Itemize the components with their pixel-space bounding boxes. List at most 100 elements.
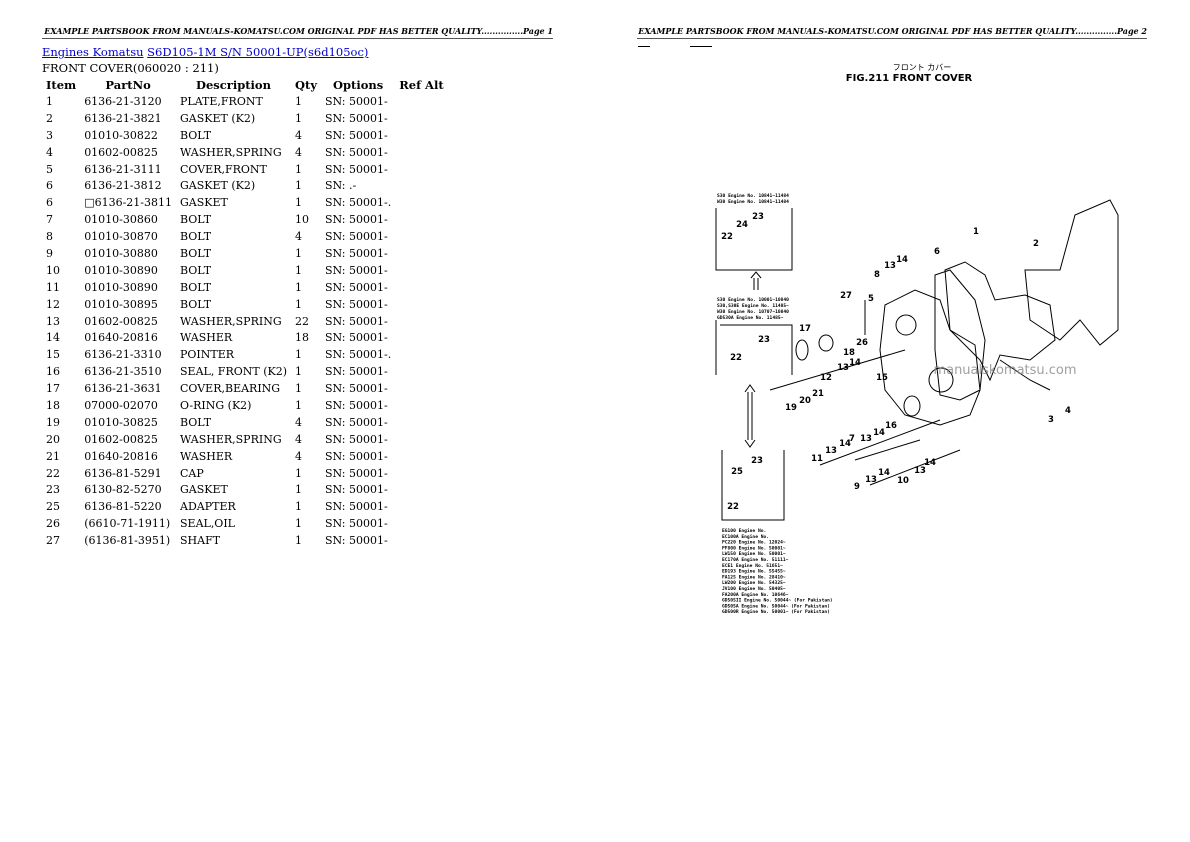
part-callout: 4 [1065, 406, 1071, 416]
part-callout: 25 [731, 467, 743, 477]
options-cell: SN: 50001- [325, 517, 388, 531]
item-cell: 19 [46, 415, 60, 429]
part-callout: 23 [752, 212, 764, 222]
options-cell: SN: 50001- [325, 534, 388, 548]
engines-komatsu-link[interactable]: Engines Komatsu [42, 45, 144, 59]
options-cell: SN: 50001- [325, 213, 388, 227]
part-no-cell: 6136-21-3631 [84, 382, 162, 396]
part-callout: 6 [934, 247, 940, 257]
o-ring-part [818, 334, 834, 352]
description-cell: O-RING (K2) [180, 398, 252, 412]
item-cell: 17 [46, 382, 60, 396]
options-cell: SN: 50001- [325, 415, 388, 429]
watermark: manualskomatsu.com [933, 363, 1076, 378]
part-callout: 14 [896, 255, 908, 265]
part-callout: 7 [849, 434, 855, 444]
engine-serial-note: EC100A Engine No. [722, 534, 769, 540]
part-callout: 15 [876, 373, 888, 383]
engine-serial-note: FA200A Engine No. 10646~ [722, 592, 789, 598]
model-link[interactable]: S6D105-1M S/N 50001-UP(s6d105oc) [147, 45, 369, 59]
qty-cell: 10 [295, 213, 309, 227]
options-cell: SN: 50001-. [325, 196, 392, 210]
qty-cell: 1 [295, 534, 302, 548]
description-cell: POINTER [180, 348, 235, 362]
front-plate-part [944, 261, 1056, 382]
front-seal-part [903, 395, 921, 417]
engine-serial-note: W30 Engine No. 10707~10840 [717, 309, 789, 315]
options-cell: SN: 50001- [325, 331, 388, 345]
qty-cell: 4 [295, 128, 302, 142]
qty-cell: 1 [295, 382, 302, 396]
column-header: Ref Alt [399, 77, 444, 92]
page-header-left: EXAMPLE PARTSBOOK FROM MANUALS-KOMATSU.C… [42, 26, 553, 39]
qty-cell: 1 [295, 398, 302, 412]
item-cell: 1 [46, 94, 53, 108]
qty-cell: 1 [295, 162, 302, 176]
part-callout: 14 [839, 439, 851, 449]
part-callout: 22 [727, 502, 739, 512]
item-cell: 25 [46, 500, 60, 514]
engine-serial-note: S30,S30E Engine No. 11485~ [717, 303, 789, 309]
part-no-cell: 01010-30822 [84, 128, 158, 142]
engine-serial-note: LW150 Engine No. 50001~ [722, 551, 786, 557]
description-cell: SHAFT [180, 534, 221, 548]
item-cell: 8 [46, 230, 53, 244]
part-callout: 18 [843, 348, 855, 358]
description-cell: BOLT [180, 128, 212, 142]
column-header: PartNo [105, 77, 151, 92]
part-callout: 13 [837, 363, 849, 373]
description-cell: WASHER [180, 331, 233, 345]
description-cell: PLATE,FRONT [180, 94, 263, 108]
engine-serial-note: PF800 Engine No. 50001~ [722, 545, 786, 551]
part-callout: 20 [799, 396, 811, 406]
engine-serial-note: GD505II Engine No. 50044~ (For Pakistan) [722, 598, 833, 604]
qty-cell: 1 [295, 111, 302, 125]
description-cell: GASKET [180, 483, 228, 497]
part-no-cell: 6136-21-3310 [84, 348, 162, 362]
part-no-cell: 01640-20816 [84, 331, 158, 345]
part-callout: 13 [914, 466, 926, 476]
part-no-cell: 6136-21-3821 [84, 111, 162, 125]
item-cell: 3 [46, 128, 53, 142]
options-cell: SN: 50001- [325, 263, 388, 277]
part-callout: 27 [840, 291, 852, 301]
engine-serial-note: EG100 Engine No. [722, 528, 766, 534]
qty-cell: 1 [295, 246, 302, 260]
column-header: Qty [295, 77, 318, 92]
column-header: Options [332, 77, 384, 92]
column-header: Description [196, 77, 271, 92]
part-no-cell: 01602-00825 [84, 314, 158, 328]
item-cell: 16 [46, 365, 60, 379]
options-cell: SN: 50001- [325, 230, 388, 244]
scan-mark [638, 46, 650, 47]
options-cell: SN: 50001- [325, 382, 388, 396]
part-callout: 12 [820, 373, 832, 383]
description-cell: SEAL, FRONT (K2) [180, 365, 287, 379]
description-cell: BOLT [180, 230, 212, 244]
options-cell: SN: 50001- [325, 500, 388, 514]
detail-box-top [715, 208, 793, 271]
item-cell: 9 [46, 246, 53, 260]
item-cell: 2 [46, 111, 53, 125]
part-callout: 2 [1033, 239, 1039, 249]
part-callout: 23 [758, 335, 770, 345]
part-no-cell: 6136-81-5220 [84, 500, 162, 514]
qty-cell: 1 [295, 196, 302, 210]
description-cell: CAP [180, 466, 204, 480]
qty-cell: 1 [295, 179, 302, 193]
description-cell: GASKET (K2) [180, 179, 256, 193]
description-cell: BOLT [180, 297, 212, 311]
part-no-cell: 01010-30895 [84, 297, 158, 311]
